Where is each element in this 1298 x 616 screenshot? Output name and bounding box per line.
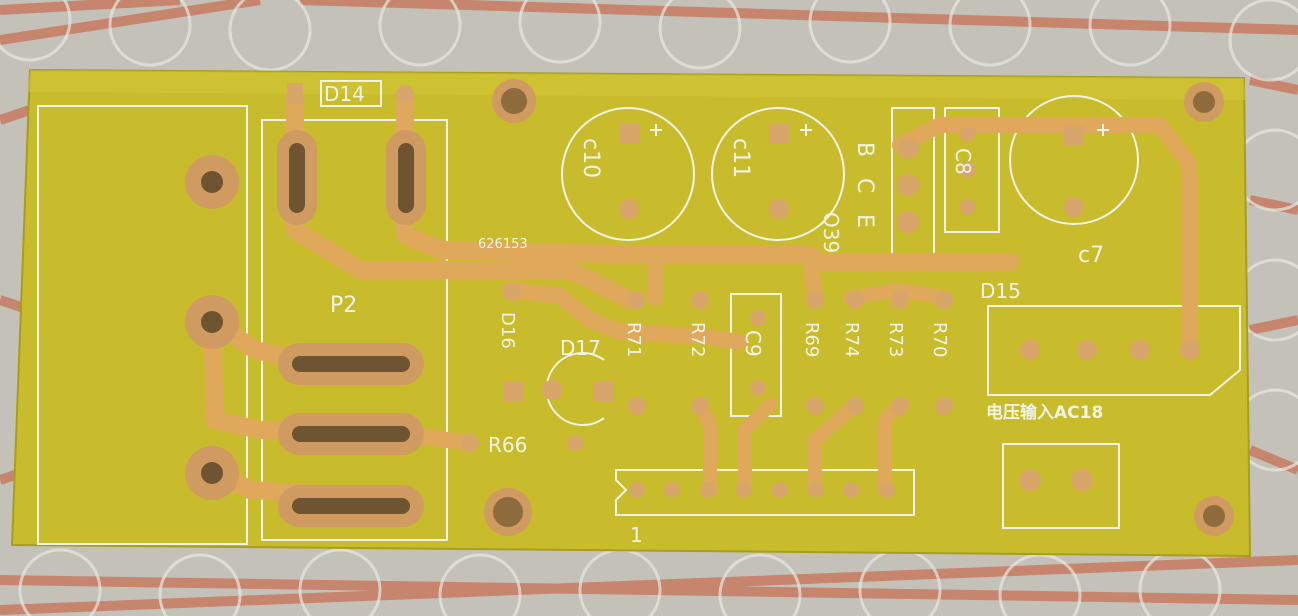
- label-r70: R70: [929, 322, 950, 357]
- label-r69: R69: [801, 322, 822, 357]
- label-d15: D15: [980, 279, 1021, 303]
- label-voltage-input: 电压输入AC18: [986, 402, 1103, 423]
- silkscreen-labels: D14 P2 c10 c11 B C E Q39 C8 c7 D15 D16 D…: [324, 82, 1104, 547]
- label-r74: R74: [841, 322, 862, 357]
- label-code: 626153: [478, 237, 528, 252]
- terminal-pads: [185, 130, 426, 527]
- label-p2: P2: [330, 293, 357, 318]
- label-d17: D17: [560, 336, 601, 360]
- small-pads: [287, 83, 1200, 498]
- label-c9: C9: [741, 330, 765, 357]
- mounting-holes: [484, 79, 1234, 536]
- label-c10: c10: [578, 138, 603, 178]
- label-bce-c: C: [852, 178, 877, 193]
- label-c8: C8: [951, 148, 975, 175]
- label-bce-b: B: [852, 142, 877, 157]
- label-d16: D16: [497, 312, 518, 349]
- label-r73: R73: [885, 322, 906, 357]
- plus-marks: [650, 124, 1109, 136]
- label-r66: R66: [488, 433, 527, 457]
- label-d14: D14: [324, 82, 365, 106]
- label-bce-e: E: [852, 214, 877, 228]
- label-pin1: 1: [630, 523, 643, 547]
- label-r71: R71: [623, 322, 644, 357]
- label-c11: c11: [728, 138, 753, 178]
- label-r72: R72: [687, 322, 708, 357]
- label-c7: c7: [1078, 243, 1104, 268]
- silkscreen-outlines: [37, 80, 1241, 545]
- label-q39: Q39: [819, 212, 843, 253]
